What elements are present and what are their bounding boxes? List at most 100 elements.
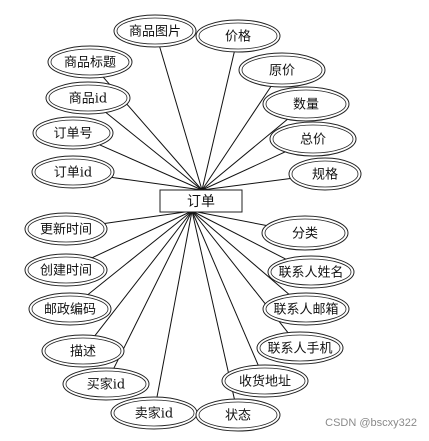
attribute-node: 联系人邮箱 [262,292,350,326]
attribute-ellipse-inner [198,401,278,429]
relationship-lines [87,46,291,400]
relationship-line [201,178,291,191]
relationship-line [191,210,267,226]
attribute-node: 联系人姓名 [267,255,355,289]
relationship-line [201,86,272,191]
attribute-ellipse [288,157,362,191]
attribute-node: 数量 [262,86,350,122]
attribute-ellipse [24,253,108,287]
attribute-label: 联系人邮箱 [273,302,338,318]
attribute-ellipse [47,45,133,79]
attribute-label: 商品id [69,92,107,107]
attribute-node: 原价 [238,52,326,88]
attribute-ellipse-inner [35,119,111,147]
order-entity: 订单 [159,189,243,213]
attribute-label: 订单号 [53,127,92,142]
attribute-label: 规格 [312,167,338,183]
relationship-line [94,210,193,337]
attribute-label: 描述 [70,345,96,360]
attribute-ellipse [238,52,326,88]
attribute-ellipse-inner [265,89,347,119]
relationship-line [156,210,193,398]
attribute-ellipse [41,334,125,368]
attribute-ellipse-inner [50,48,130,76]
attribute-ellipse-inner [272,124,354,154]
attribute-ellipse [267,255,355,289]
order-entity-label: 订单 [187,194,215,210]
attribute-ellipse-inner [31,295,109,323]
attribute-node: 订单id [31,155,115,189]
attribute-ellipse-inner [224,367,306,395]
relationship-line [191,210,235,400]
attribute-node: 邮政编码 [28,292,112,326]
attribute-ellipse [221,364,309,398]
attribute-label: 更新时间 [40,222,92,238]
relationship-line [87,210,193,295]
attribute-label: 价格 [225,29,251,45]
attribute-ellipse [269,121,357,157]
attribute-node: 价格 [195,19,281,53]
attribute-label: 原价 [269,64,295,79]
attribute-node: 买家id [62,367,150,401]
attribute-ellipse-inner [259,334,341,362]
attribute-ellipse-inner [264,218,346,248]
attribute-ellipse [113,14,197,48]
attribute-ellipse [45,81,131,115]
relationship-line [91,210,193,259]
attribute-label: 数量 [293,98,319,113]
attribute-ellipse [261,215,349,251]
attribute-ellipse-inner [65,370,147,398]
attribute-ellipse-inner [34,158,112,186]
attribute-node: 商品标题 [47,45,133,79]
attribute-ellipse-inner [48,84,128,112]
attribute-node: 描述 [41,334,125,368]
attribute-node: 商品图片 [113,14,197,48]
attribute-ellipse [195,398,281,432]
attribute-node: 总价 [269,121,357,157]
attribute-node: 卖家id [110,396,198,430]
attribute-node: 收货地址 [221,364,309,398]
relationship-line [201,51,235,191]
attribute-node: 商品id [45,81,131,115]
attribute-label: 买家id [87,377,125,393]
order-entity-box [159,189,243,213]
attribute-ellipse-inner [270,258,352,286]
attribute-ellipse [24,212,108,246]
attribute-node: 规格 [288,157,362,191]
attribute-ellipse-inner [44,337,122,365]
relationship-line [191,210,259,366]
attribute-ellipse [32,116,114,150]
attribute-label: 总价 [300,133,326,148]
relationship-line [191,210,286,260]
attribute-label: 联系人姓名 [278,265,343,281]
attribute-label: 商品标题 [64,56,116,71]
relationship-line [105,112,203,191]
attribute-label: 联系人手机 [267,342,332,357]
attribute-node: 更新时间 [24,212,108,246]
relationship-line [104,210,193,224]
relationship-line [159,46,203,191]
attribute-ellipse-inner [265,295,347,323]
relationship-line [113,210,193,369]
attribute-label: 订单id [54,166,92,181]
watermark-text: CSDN @bscxy322 [325,417,417,429]
relationship-line [111,176,203,191]
attribute-ellipse [262,292,350,326]
attribute-label: 状态 [225,409,251,424]
relationship-line [201,118,288,191]
attribute-ellipse [62,367,150,401]
relationship-line [99,144,203,191]
attribute-ellipse-inner [113,399,195,427]
attribute-label: 创建时间 [40,264,92,279]
attribute-ellipse [262,86,350,122]
attribute-label: 分类 [292,227,318,242]
attribute-ellipse-inner [198,22,278,50]
attribute-node: 状态 [195,398,281,432]
attribute-node: 分类 [261,215,349,251]
attribute-ellipse-inner [116,17,194,45]
attribute-ellipse-inner [291,160,359,188]
attribute-node: 联系人手机 [256,331,344,365]
attribute-label: 邮政编码 [44,303,96,318]
